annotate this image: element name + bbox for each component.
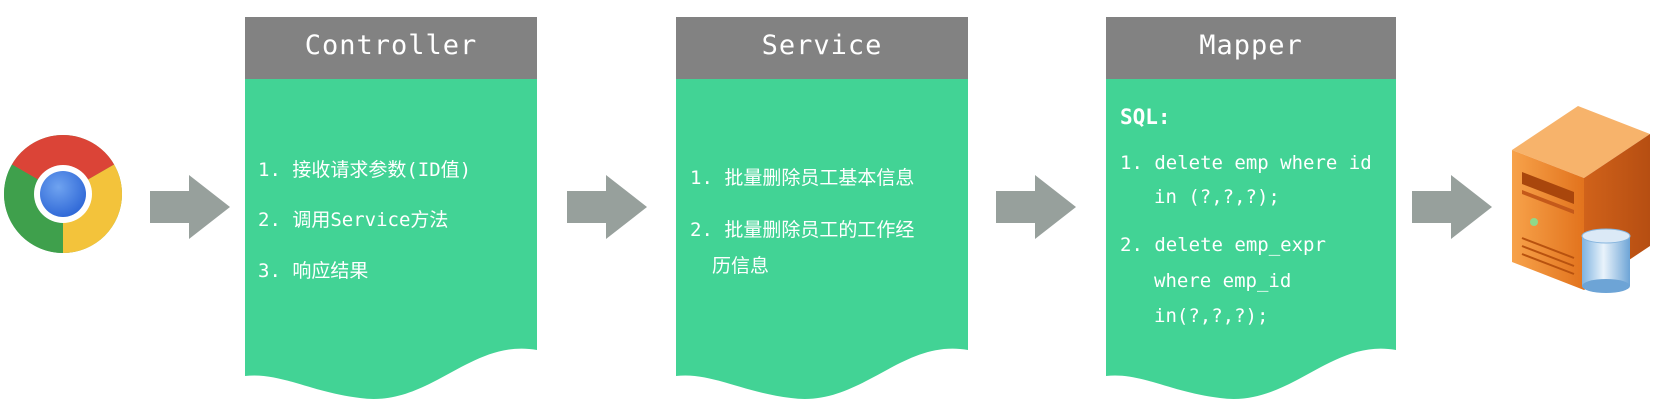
controller-header: Controller (245, 17, 537, 79)
service-card (676, 78, 968, 399)
service-item: 2. 批量删除员工的工作经 (690, 219, 915, 241)
mapper-header: Mapper (1106, 17, 1396, 79)
right-arrow-icon (567, 175, 647, 239)
right-arrow-icon (1412, 175, 1492, 239)
sql-line: 2. delete emp_expr (1120, 234, 1326, 256)
controller-item: 3. 响应结果 (258, 260, 369, 282)
controller-card (245, 78, 537, 399)
service-item: 1. 批量删除员工基本信息 (690, 167, 915, 189)
controller-item: 2. 调用Service方法 (258, 209, 449, 231)
chrome-browser-icon (3, 134, 123, 253)
service-header: Service (676, 17, 968, 79)
sql-line: in (?,?,?); (1154, 186, 1280, 208)
service-item: 历信息 (712, 255, 770, 277)
sql-line: 1. delete emp where id (1120, 152, 1372, 174)
sql-line: in(?,?,?); (1154, 305, 1269, 327)
controller-item: 1. 接收请求参数(ID值) (258, 159, 472, 181)
sql-line: where emp_id (1154, 270, 1292, 292)
server-database-icon (1512, 106, 1650, 293)
right-arrow-icon (150, 175, 230, 239)
sql-label: SQL: (1120, 105, 1171, 129)
mapper-card (1106, 78, 1396, 399)
right-arrow-icon (996, 175, 1076, 239)
